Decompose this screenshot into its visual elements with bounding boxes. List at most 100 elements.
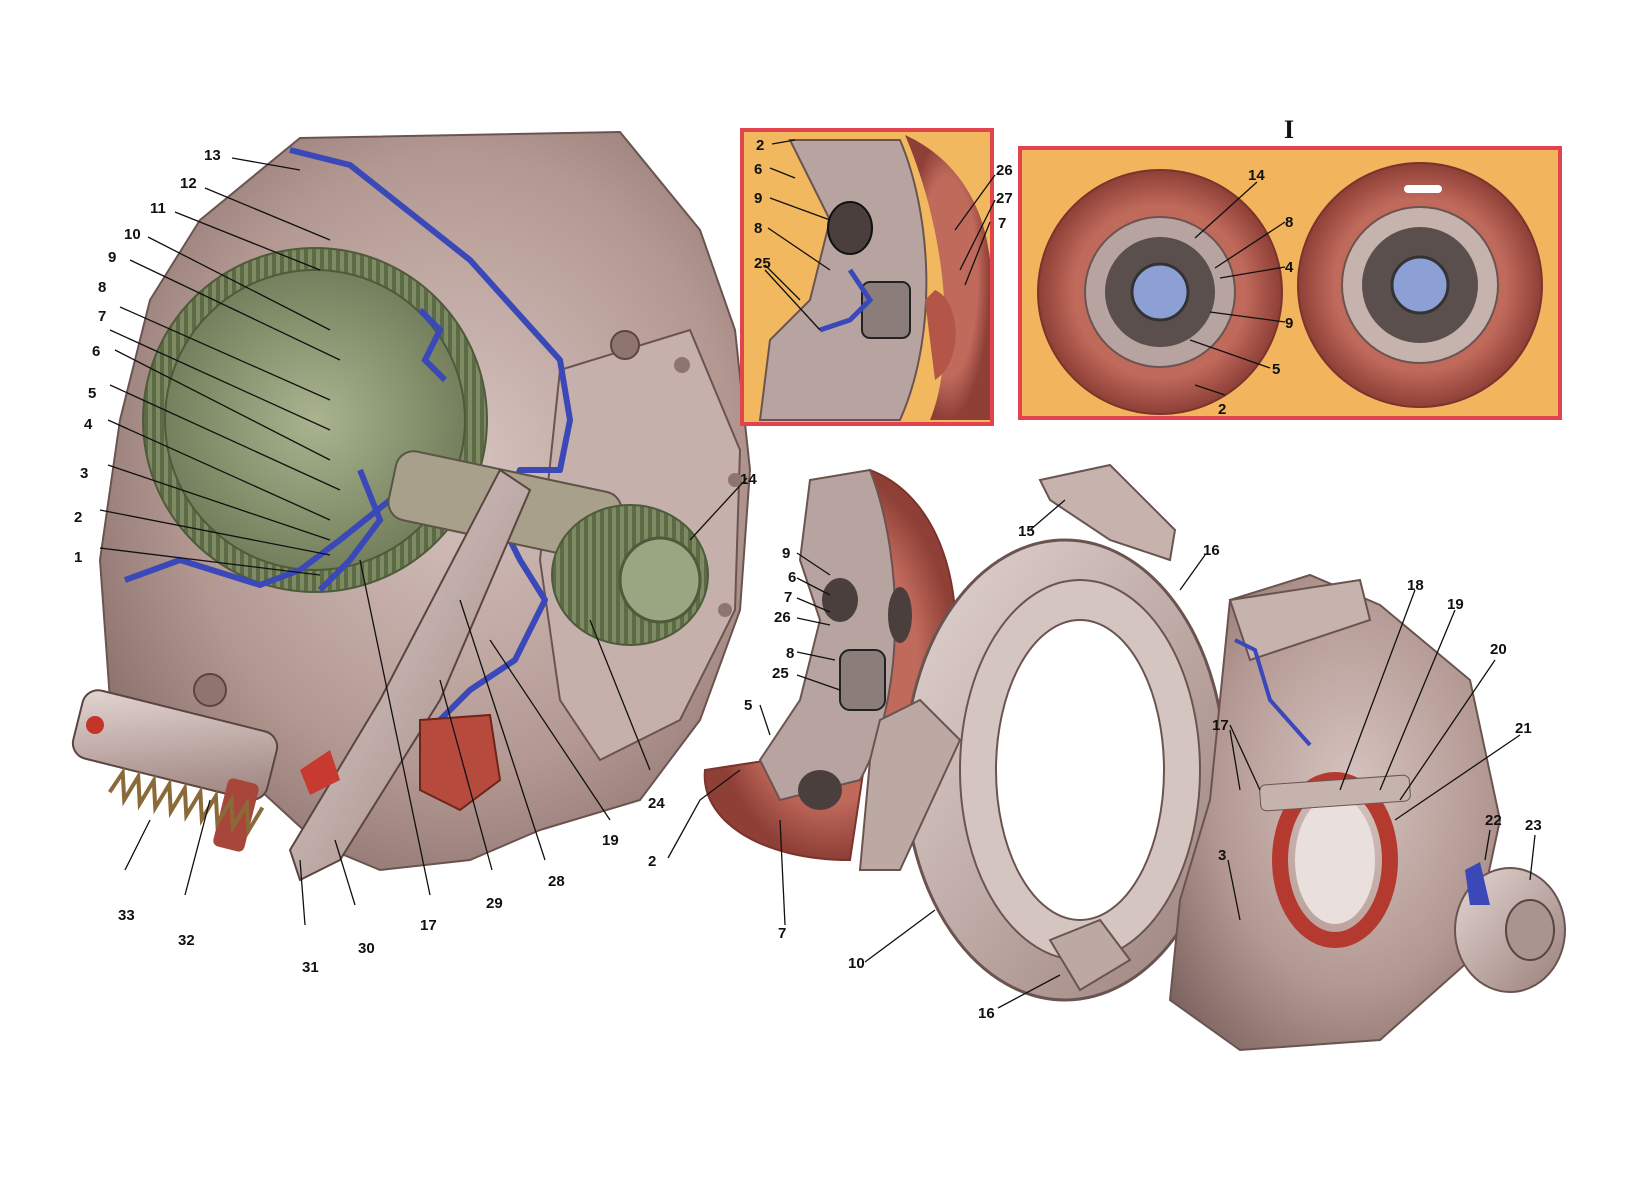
release-bearing-bore (1505, 899, 1555, 961)
cover-leaders (864, 499, 1206, 1009)
red-clip (300, 750, 340, 795)
label: 25 (772, 665, 789, 682)
label: 22 (1485, 812, 1502, 829)
pressure-plate-lug (1048, 918, 1132, 992)
pressure-plate-bore (995, 619, 1165, 921)
section-line (819, 268, 874, 333)
label: 16 (978, 1005, 995, 1022)
bolt-hole (728, 473, 742, 487)
label: 7 (778, 925, 786, 942)
label: 19 (1447, 596, 1464, 613)
label: 2 (1218, 401, 1226, 418)
label: 9 (754, 190, 762, 207)
label: 17 (1212, 717, 1229, 734)
pressure-plate-ring (858, 463, 1227, 1002)
label: 26 (774, 609, 791, 626)
label: 19 (602, 832, 619, 849)
label: 32 (178, 932, 195, 949)
damper-spring (798, 770, 842, 810)
disc-leaders (667, 552, 841, 926)
label: 9 (108, 249, 116, 266)
label: 20 (1490, 641, 1507, 658)
bearing-clip (1465, 862, 1490, 905)
disc-labels: 9 6 7 26 8 25 5 2 7 (648, 545, 796, 942)
bolt-hole (610, 330, 640, 360)
damper-spring (822, 578, 858, 622)
balance-mark (1404, 185, 1442, 193)
clutch-housing-assembly (71, 130, 752, 882)
inset-detail-a (740, 128, 994, 426)
label: 9 (782, 545, 790, 562)
drive-gear-bore (618, 536, 702, 624)
label: 10 (124, 226, 141, 243)
hub-splines (839, 649, 886, 711)
damper-spring (827, 201, 873, 255)
disc-body (758, 468, 897, 802)
label: 14 (740, 471, 757, 488)
inset-detail-b (1018, 146, 1562, 420)
label: 13 (204, 147, 221, 164)
label: 9 (1285, 315, 1293, 332)
label: 30 (358, 940, 375, 957)
label: 2 (648, 853, 656, 870)
hub-splines (861, 281, 911, 339)
label: 8 (754, 220, 762, 237)
label: 27 (996, 190, 1013, 207)
return-spring (107, 766, 265, 838)
label: 2 (74, 509, 82, 526)
label: 2 (756, 137, 764, 154)
inset-a-labels: 2 6 9 8 25 26 27 7 (754, 137, 1013, 272)
section-line (317, 307, 448, 593)
inset-b-leaders (1189, 181, 1286, 396)
hub-lining (925, 290, 956, 380)
disc-plate-section (758, 139, 928, 421)
label: 8 (1285, 214, 1293, 231)
label: 6 (788, 569, 796, 586)
label: 26 (996, 162, 1013, 179)
label: 5 (88, 385, 96, 402)
label: 25 (754, 255, 771, 272)
label: 14 (1248, 167, 1265, 184)
label: 3 (1218, 847, 1226, 864)
inset-b-labels: 14 8 4 9 5 2 (1218, 167, 1294, 418)
dust-boot (419, 713, 502, 812)
label: 33 (118, 907, 135, 924)
slave-cylinder (71, 689, 279, 801)
label: 1 (74, 549, 82, 566)
label: 5 (1272, 361, 1280, 378)
label: 11 (150, 200, 166, 217)
release-fork (288, 468, 532, 882)
label: 17 (420, 917, 437, 934)
bleed-valve (86, 716, 104, 734)
label: 3 (80, 465, 88, 482)
hub (1390, 255, 1450, 315)
cover-strap (1259, 774, 1411, 812)
label: 4 (84, 416, 93, 433)
inset-a-leaders (764, 139, 996, 331)
pressure-plate-lug (1038, 463, 1177, 562)
label: 4 (1285, 259, 1294, 276)
label: 7 (998, 215, 1006, 232)
label: 16 (1203, 542, 1220, 559)
label: 8 (786, 645, 794, 662)
bolt-hole (674, 357, 690, 373)
pressure-plate-lug (858, 698, 962, 871)
cover-labels: 15 16 10 16 (848, 523, 1220, 1022)
label: 5 (744, 697, 752, 714)
label: 12 (180, 175, 197, 192)
label: 23 (1525, 817, 1542, 834)
pressure-labels: 18 19 20 21 17 3 22 23 (1212, 577, 1542, 864)
label: 18 (1407, 577, 1424, 594)
label: 31 (302, 959, 319, 976)
label: 15 (1018, 523, 1035, 540)
release-ring-bore (1295, 796, 1375, 924)
label: 28 (548, 873, 565, 890)
pressure-leaders (1227, 589, 1536, 921)
hub (1130, 262, 1190, 322)
label: 6 (92, 343, 100, 360)
cover-flange (1228, 578, 1372, 662)
flywheel (164, 269, 466, 571)
exploded-driven-disc (703, 468, 957, 862)
label: 6 (754, 161, 762, 178)
